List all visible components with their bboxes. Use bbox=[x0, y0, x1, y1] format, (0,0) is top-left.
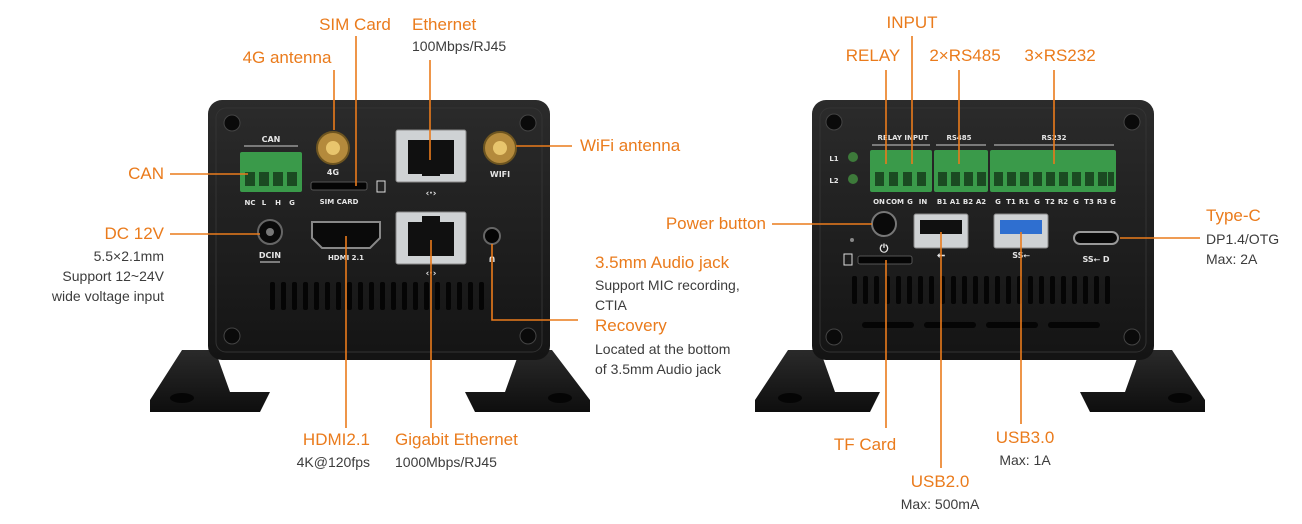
right-bottom-slots bbox=[862, 322, 1100, 328]
sim-icon bbox=[376, 180, 386, 193]
right-case bbox=[812, 100, 1154, 360]
callout-power-button: Power button bbox=[665, 214, 766, 233]
lan-arrows-icon: ‹·› bbox=[426, 189, 437, 199]
silk-pin: G bbox=[1034, 198, 1040, 206]
type-c-port[interactable] bbox=[1073, 231, 1119, 245]
callout-usb3: USB3.0 bbox=[995, 428, 1055, 447]
rs485-terminal bbox=[934, 150, 988, 192]
silk-pin: B2 bbox=[963, 198, 973, 206]
callout-dc: DC 12V bbox=[104, 224, 164, 243]
screw-icon bbox=[825, 328, 843, 346]
silk-pin: G bbox=[907, 198, 913, 206]
callout-usb2-desc: Max: 500mA bbox=[900, 496, 980, 512]
silk-pin: COM bbox=[886, 198, 904, 206]
callout-recovery-desc: of 3.5mm Audio jack bbox=[595, 361, 722, 377]
led-l1 bbox=[848, 152, 858, 162]
silk-pin: T3 bbox=[1084, 198, 1094, 206]
silk-pin: G bbox=[1073, 198, 1079, 206]
silk-l2: L2 bbox=[829, 177, 838, 185]
audio-jack bbox=[483, 227, 501, 245]
callout-audio-desc: Support MIC recording, bbox=[595, 277, 740, 293]
callout-relay: RELAY bbox=[845, 46, 901, 65]
silk-can: CAN bbox=[262, 135, 281, 144]
callout-ethernet: Ethernet bbox=[412, 15, 477, 34]
callout-usb3-desc: Max: 1A bbox=[999, 452, 1051, 468]
silk-relay-input: RELAY INPUT bbox=[878, 134, 929, 142]
silk-pin: B1 bbox=[937, 198, 947, 206]
silk-4g: 4G bbox=[327, 168, 339, 177]
callout-rs232: 3×RS232 bbox=[1024, 46, 1096, 65]
silk-pin: T1 bbox=[1006, 198, 1016, 206]
callout-type-c-desc: DP1.4/OTG bbox=[1206, 231, 1280, 247]
callout-dc-desc: wide voltage input bbox=[51, 288, 164, 304]
silk-can-pin: G bbox=[289, 199, 295, 207]
silk-pin: A2 bbox=[976, 198, 986, 206]
silk-dcin: DCIN bbox=[259, 251, 281, 260]
right-vent-grille bbox=[852, 276, 1110, 304]
silk-wifi: WIFI bbox=[490, 170, 510, 179]
callout-usb2: USB2.0 bbox=[910, 472, 970, 491]
right-device: L1 L2 RELAY INPUT RS485 RS232 ON COM bbox=[755, 100, 1205, 412]
left-vent-grille bbox=[270, 282, 484, 310]
callout-hdmi: HDMI2.1 bbox=[302, 430, 370, 449]
can-terminal bbox=[240, 152, 302, 192]
callout-audio-jack: 3.5mm Audio jack bbox=[595, 253, 730, 272]
screw-icon bbox=[825, 113, 843, 131]
callout-type-c-desc: Max: 2A bbox=[1206, 251, 1258, 267]
usb-c-dp-icon: SS⭠ D bbox=[1083, 255, 1110, 264]
callout-audio-desc: CTIA bbox=[595, 297, 627, 313]
silk-pin: ON bbox=[873, 198, 885, 206]
silk-pin: R2 bbox=[1058, 198, 1068, 206]
callout-recovery: Recovery bbox=[595, 316, 667, 335]
silk-pin: G bbox=[1110, 198, 1116, 206]
terminal-holes bbox=[875, 172, 1114, 186]
callout-gigabit-ethernet: Gigabit Ethernet bbox=[395, 430, 518, 449]
callout-type-c: Type-C bbox=[1206, 206, 1261, 225]
silk-pin: R3 bbox=[1097, 198, 1107, 206]
callout-input: INPUT bbox=[886, 13, 938, 32]
callout-recovery-desc: Located at the bottom bbox=[595, 341, 731, 357]
silk-pin: IN bbox=[919, 198, 928, 206]
left-device: CAN NC L H G 4G SIM CARD ‹·› WIFI DCIN bbox=[150, 100, 590, 412]
silk-pin: G bbox=[995, 198, 1001, 206]
led-l2 bbox=[848, 174, 858, 184]
callout-tf-card: TF Card bbox=[833, 435, 897, 454]
silk-l1: L1 bbox=[829, 155, 838, 163]
callout-sim-card: SIM Card bbox=[319, 15, 391, 34]
screw-icon bbox=[519, 327, 537, 345]
can-terminal-holes bbox=[245, 172, 297, 186]
silk-pin: R1 bbox=[1019, 198, 1029, 206]
silk-can-pin: NC bbox=[245, 199, 256, 207]
callout-dc-desc: 5.5×2.1mm bbox=[93, 248, 164, 264]
silk-simcard: SIM CARD bbox=[320, 198, 359, 206]
left-callout-lines bbox=[170, 36, 578, 428]
callout-wifi-antenna: WiFi antenna bbox=[580, 136, 681, 155]
screw-icon bbox=[1123, 113, 1141, 131]
pin-labels: ON COM G IN B1 A1 B2 A2 G T1 R1 G T2 R2 … bbox=[873, 198, 1116, 206]
callout-hdmi-desc: 4K@120fps bbox=[296, 454, 370, 470]
callout-ethernet-desc: 100Mbps/RJ45 bbox=[412, 38, 507, 54]
screw-icon bbox=[223, 327, 241, 345]
hdmi-port bbox=[311, 221, 381, 249]
silk-can-pin: L bbox=[262, 199, 267, 207]
screw-icon bbox=[519, 114, 537, 132]
screw-icon bbox=[1123, 328, 1141, 346]
right-callout-lines bbox=[772, 36, 1200, 468]
callout-gigabit-desc: 1000Mbps/RJ45 bbox=[395, 454, 497, 470]
silk-pin: A1 bbox=[950, 198, 960, 206]
callout-can: CAN bbox=[128, 164, 164, 183]
screw-icon bbox=[223, 114, 241, 132]
power-button[interactable] bbox=[871, 211, 897, 237]
silk-pin: T2 bbox=[1045, 198, 1055, 206]
tf-card-icon bbox=[843, 253, 853, 266]
callout-dc-desc: Support 12~24V bbox=[62, 268, 164, 284]
callout-rs485: 2×RS485 bbox=[929, 46, 1001, 65]
silk-can-pin: H bbox=[275, 199, 281, 207]
tf-card-slot[interactable] bbox=[857, 255, 913, 265]
callout-4g-antenna: 4G antenna bbox=[242, 48, 332, 67]
sim-card-slot bbox=[310, 181, 368, 191]
power-icon: ⏻ bbox=[880, 242, 889, 255]
